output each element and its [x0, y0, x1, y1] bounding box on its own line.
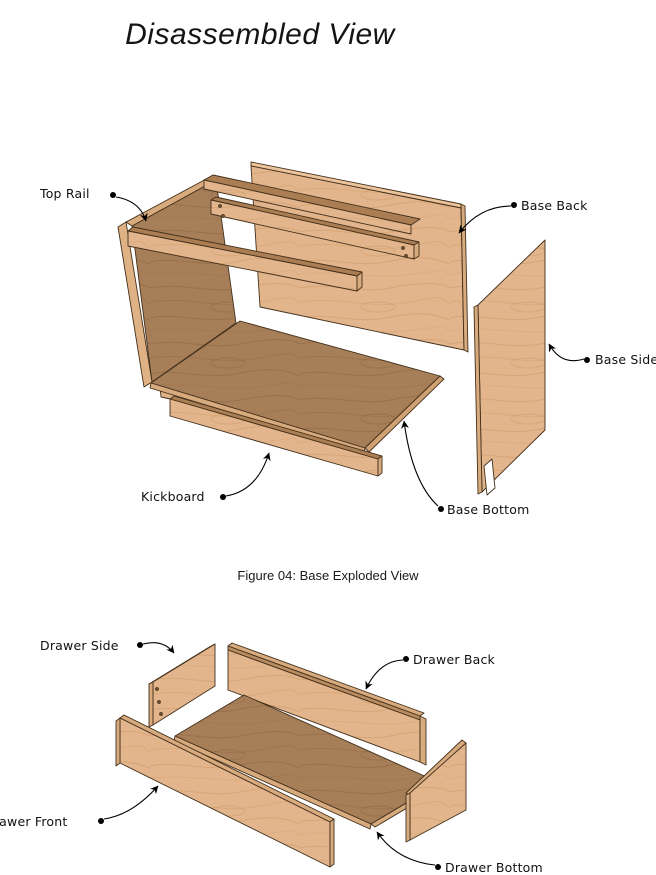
base-back-panel [250, 161, 469, 353]
drawer-exploded-view [115, 642, 467, 868]
label-drawer-bottom: Drawer Bottom [445, 860, 543, 875]
label-drawer-back: Drawer Back [413, 652, 495, 667]
drawer-side-right-panel [405, 739, 467, 843]
base-exploded-view [117, 161, 546, 496]
drawer-back-panel [227, 642, 427, 766]
drawer-side-panel [148, 643, 216, 728]
base-side-panel [473, 239, 546, 496]
label-base-back: Base Back [521, 198, 588, 213]
front-top-rail [127, 226, 363, 292]
drawer-front-panel [115, 714, 335, 868]
leader-arrows [103, 196, 585, 866]
leader-dots [98, 192, 590, 870]
stretcher-rail [210, 196, 420, 260]
leader-annotations [98, 192, 590, 870]
page-title: Disassembled View [125, 18, 395, 51]
label-base-bottom: Base Bottom [447, 502, 530, 517]
label-top-rail: Top Rail [40, 186, 90, 201]
label-drawer-front: Drawer Front [0, 814, 68, 829]
kickboard-board [169, 395, 383, 477]
label-kickboard: Kickboard [141, 489, 205, 504]
label-base-side: Base Side [595, 352, 656, 367]
figure-caption: Figure 04: Base Exploded View [237, 568, 419, 583]
back-top-rail [203, 174, 421, 235]
base-left-side-panel [117, 176, 237, 401]
label-drawer-side: Drawer Side [40, 638, 119, 653]
